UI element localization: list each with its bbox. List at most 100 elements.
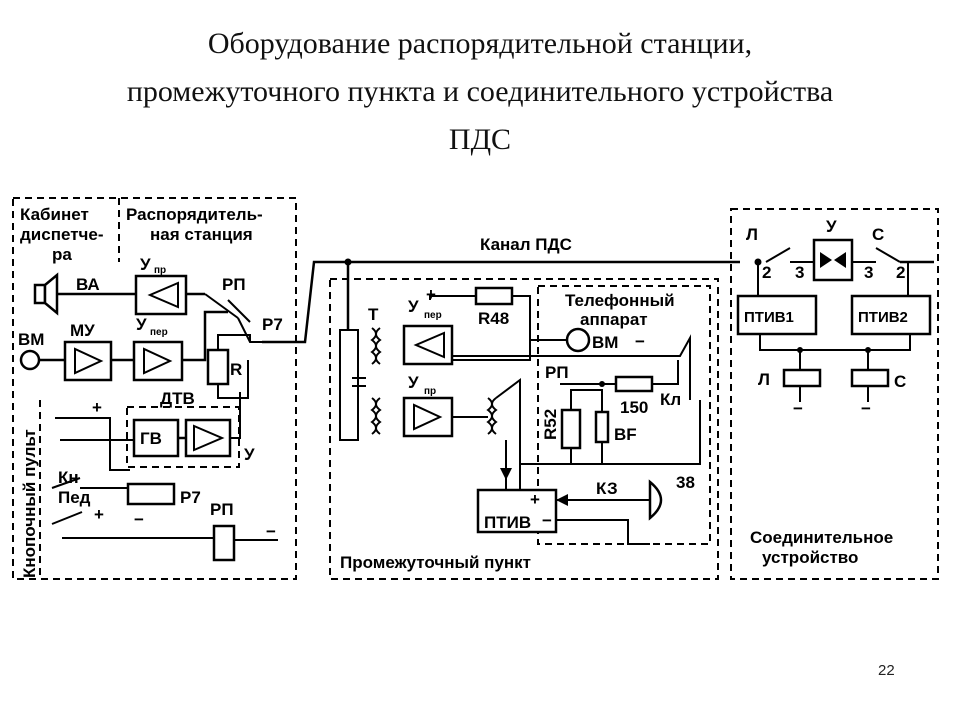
label-va: ВА xyxy=(76,275,100,294)
label-rp-top: РП xyxy=(222,275,246,294)
connecting-device-label-1: Соединительное xyxy=(750,528,893,547)
slide-title-line-3: ПДС xyxy=(448,123,512,156)
key-kz-38 xyxy=(648,479,663,521)
amplifier-u-per xyxy=(132,340,184,382)
label-minus-s: − xyxy=(861,399,871,418)
resistor-r48 xyxy=(474,286,514,306)
wire xyxy=(452,334,691,400)
station-label-2: ная станция xyxy=(150,225,253,244)
relay-s-coil xyxy=(850,368,890,388)
label-38: 38 xyxy=(676,473,695,492)
switch-s-contact xyxy=(875,247,901,263)
label-150: 150 xyxy=(620,398,648,417)
label-ip-u-per-sub: пер xyxy=(424,310,442,321)
label-rp-relay: РП xyxy=(210,500,234,519)
connecting-device-label-2: устройство xyxy=(762,548,858,567)
label-bf: BF xyxy=(614,425,637,444)
label-t: Т xyxy=(368,305,379,324)
label-3-left: 3 xyxy=(795,263,804,282)
label-r: R xyxy=(230,360,242,379)
label-u-cd: У xyxy=(826,217,837,236)
page-number: 22 xyxy=(878,662,895,679)
label-vm-phone: ВМ xyxy=(592,333,618,352)
label-kz: КЗ xyxy=(596,479,618,498)
label-ip-u-pr-sub: пр xyxy=(424,386,436,397)
rp-contact-2 xyxy=(227,299,251,323)
amplifier-triangle-icon xyxy=(147,281,179,309)
button-panel-label: Кнопочный пульт xyxy=(20,429,39,578)
label-minus-l: − xyxy=(793,399,803,418)
arrow-left-icon xyxy=(834,252,846,268)
label-vm: ВМ xyxy=(18,330,44,349)
amplifier-ip-u-pr xyxy=(402,396,454,438)
label-s-relay: С xyxy=(894,372,906,391)
wire xyxy=(182,310,228,362)
ptiv2-block xyxy=(850,294,932,336)
button-kn-contact xyxy=(51,477,81,489)
label-ptiv1: ПТИВ1 xyxy=(744,309,794,326)
wire xyxy=(556,519,650,545)
cabin-label-2: диспетче- xyxy=(20,225,104,244)
arrow-down-icon xyxy=(500,468,512,480)
amplifier-triangle-icon xyxy=(143,347,173,375)
coil-icon xyxy=(375,327,382,365)
wire xyxy=(217,360,249,399)
mic-amplifier-mu xyxy=(63,340,113,382)
label-dtv: ДТВ xyxy=(160,389,195,408)
wire xyxy=(495,378,521,490)
label-r7: Р7 xyxy=(262,315,283,334)
pedal-contact xyxy=(51,511,83,525)
label-u-dtv: У xyxy=(244,445,255,464)
label-r52: R52 xyxy=(541,409,560,440)
resistor-r52 xyxy=(560,408,582,450)
channel-label: Канал ПДС xyxy=(480,235,572,254)
label-s-top: С xyxy=(872,225,884,244)
coil-icon xyxy=(375,397,382,435)
speaker-body xyxy=(33,283,47,305)
phone-microphone-icon xyxy=(565,327,591,353)
cabin-label-1: Кабинет xyxy=(20,205,89,224)
label-plus-2: + xyxy=(94,505,104,524)
channel-line xyxy=(262,260,740,344)
label-u-per: У xyxy=(136,315,147,334)
intermediate-point-frame xyxy=(329,278,719,580)
cabin-label-3: ра xyxy=(52,245,72,264)
label-ped: Пед xyxy=(58,488,91,507)
label-minus-1: − xyxy=(134,510,144,529)
station-label-1: Распорядитель- xyxy=(126,205,263,224)
label-u-per-sub: пер xyxy=(150,327,168,338)
wire xyxy=(759,334,911,351)
coil-icon xyxy=(491,397,498,435)
slide-title-line-1: Оборудование распорядительной станции, xyxy=(207,27,753,60)
amplifier-triangle-icon xyxy=(413,331,445,359)
switch-l-contact xyxy=(765,247,791,263)
label-ptiv: ПТИВ xyxy=(484,513,531,532)
label-l-relay: Л xyxy=(758,370,770,389)
label-minus-2: − xyxy=(266,522,276,541)
label-ip-u-pr: У xyxy=(408,373,419,392)
label-mu: МУ xyxy=(70,321,95,340)
label-r48: R48 xyxy=(478,309,509,328)
label-plus-1: + xyxy=(92,398,102,417)
wire xyxy=(217,334,251,350)
amplifier-triangle-icon xyxy=(193,424,225,452)
arrow-right-icon xyxy=(820,252,832,268)
resistor-r xyxy=(206,348,230,386)
label-ptiv2: ПТИВ2 xyxy=(858,309,908,326)
intermediate-point-label: Промежуточный пункт xyxy=(340,553,531,572)
label-2-right: 2 xyxy=(896,263,905,282)
label-2-left: 2 xyxy=(762,263,771,282)
command-station-frame xyxy=(12,197,297,580)
arrow-left-icon xyxy=(556,494,568,506)
resistor-150 xyxy=(614,375,654,393)
amplifier-triangle-icon xyxy=(74,347,104,375)
relay-l-coil xyxy=(782,368,822,388)
label-kn: Кн xyxy=(58,468,79,487)
rp-contact xyxy=(204,293,239,319)
microphone-icon xyxy=(19,349,41,371)
label-r7-relay: Р7 xyxy=(180,488,201,507)
wire xyxy=(429,295,476,300)
slide-title-line-2: промежуточного пункта и соединительного … xyxy=(126,75,834,108)
label-3-right: 3 xyxy=(864,263,873,282)
